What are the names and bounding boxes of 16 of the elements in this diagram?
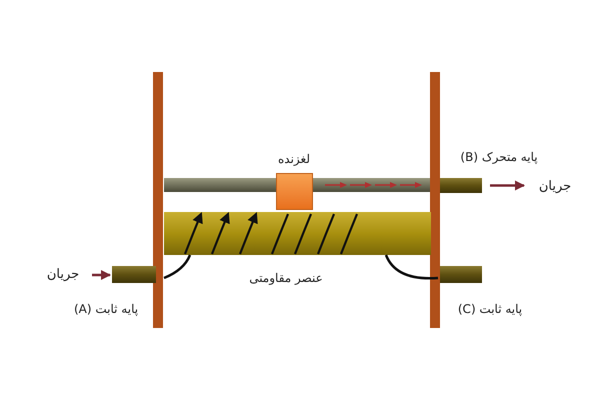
current-arrow bbox=[92, 270, 111, 280]
slider-block bbox=[276, 173, 313, 210]
current-arrow bbox=[490, 180, 525, 190]
part-label: عنصر مقاومتی bbox=[249, 270, 323, 287]
part-label: پایه ثابت (C) bbox=[458, 301, 522, 318]
current-label: جریان bbox=[36, 264, 90, 286]
wire bbox=[384, 254, 438, 280]
terminal-bar bbox=[440, 178, 482, 193]
terminal-bar bbox=[112, 266, 156, 283]
part-label: پایه متحرک (B) bbox=[460, 149, 538, 166]
part-label: لغزنده bbox=[278, 151, 310, 168]
resistive-element bbox=[164, 212, 431, 255]
terminal-bar bbox=[440, 266, 482, 283]
wire bbox=[164, 254, 192, 280]
current-label: جریان bbox=[528, 176, 582, 198]
part-label: پایه ثابت (A) bbox=[74, 301, 138, 318]
